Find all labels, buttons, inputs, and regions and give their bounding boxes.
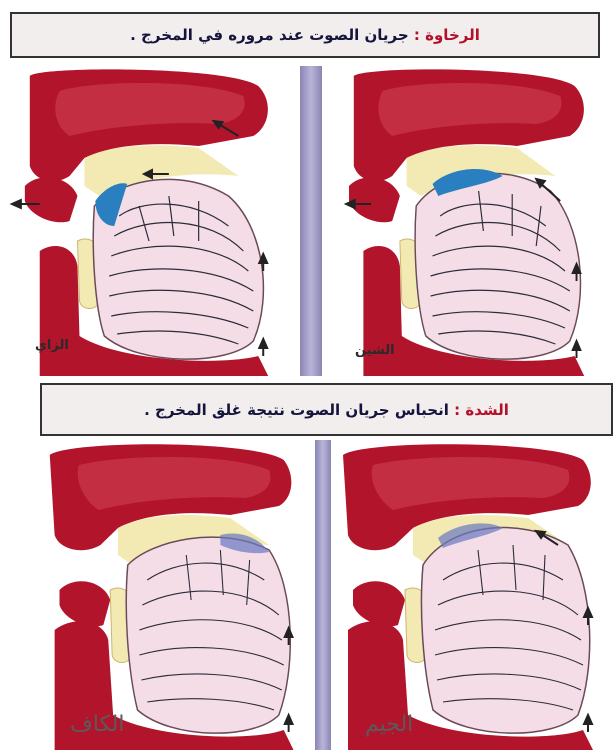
- jim-label: الجيم: [365, 712, 413, 737]
- rakhawa-banner: الرخاوة : جريان الصوت عند مروره في المخر…: [10, 12, 600, 58]
- shidda-description: انحباس جريان الصوت نتيجة غلق المخرج .: [144, 401, 449, 419]
- panel-zay: [0, 66, 298, 376]
- top-divider: [300, 66, 322, 376]
- rakhawa-description: جريان الصوت عند مروره في المخرج .: [130, 26, 409, 44]
- panel-kaf: [40, 440, 313, 750]
- jim-mouth-diagram: [333, 440, 613, 750]
- kaf-mouth-diagram: [40, 440, 313, 750]
- zay-mouth-diagram: [0, 66, 298, 376]
- bottom-divider: [315, 440, 331, 750]
- panel-jim: [333, 440, 613, 750]
- panel-shin: [325, 66, 613, 376]
- shin-mouth-diagram: [325, 66, 613, 376]
- kaf-label: الكاف: [70, 712, 124, 737]
- shidda-term: الشدة :: [454, 401, 509, 419]
- tongue-shape: [126, 537, 290, 733]
- tongue-shape: [421, 528, 589, 734]
- zay-label: الزاي: [35, 338, 69, 353]
- shin-label: الشين: [355, 343, 395, 358]
- rakhawa-term: الرخاوة :: [414, 26, 480, 44]
- shidda-banner: الشدة : انحباس جريان الصوت نتيجة غلق الم…: [40, 383, 613, 436]
